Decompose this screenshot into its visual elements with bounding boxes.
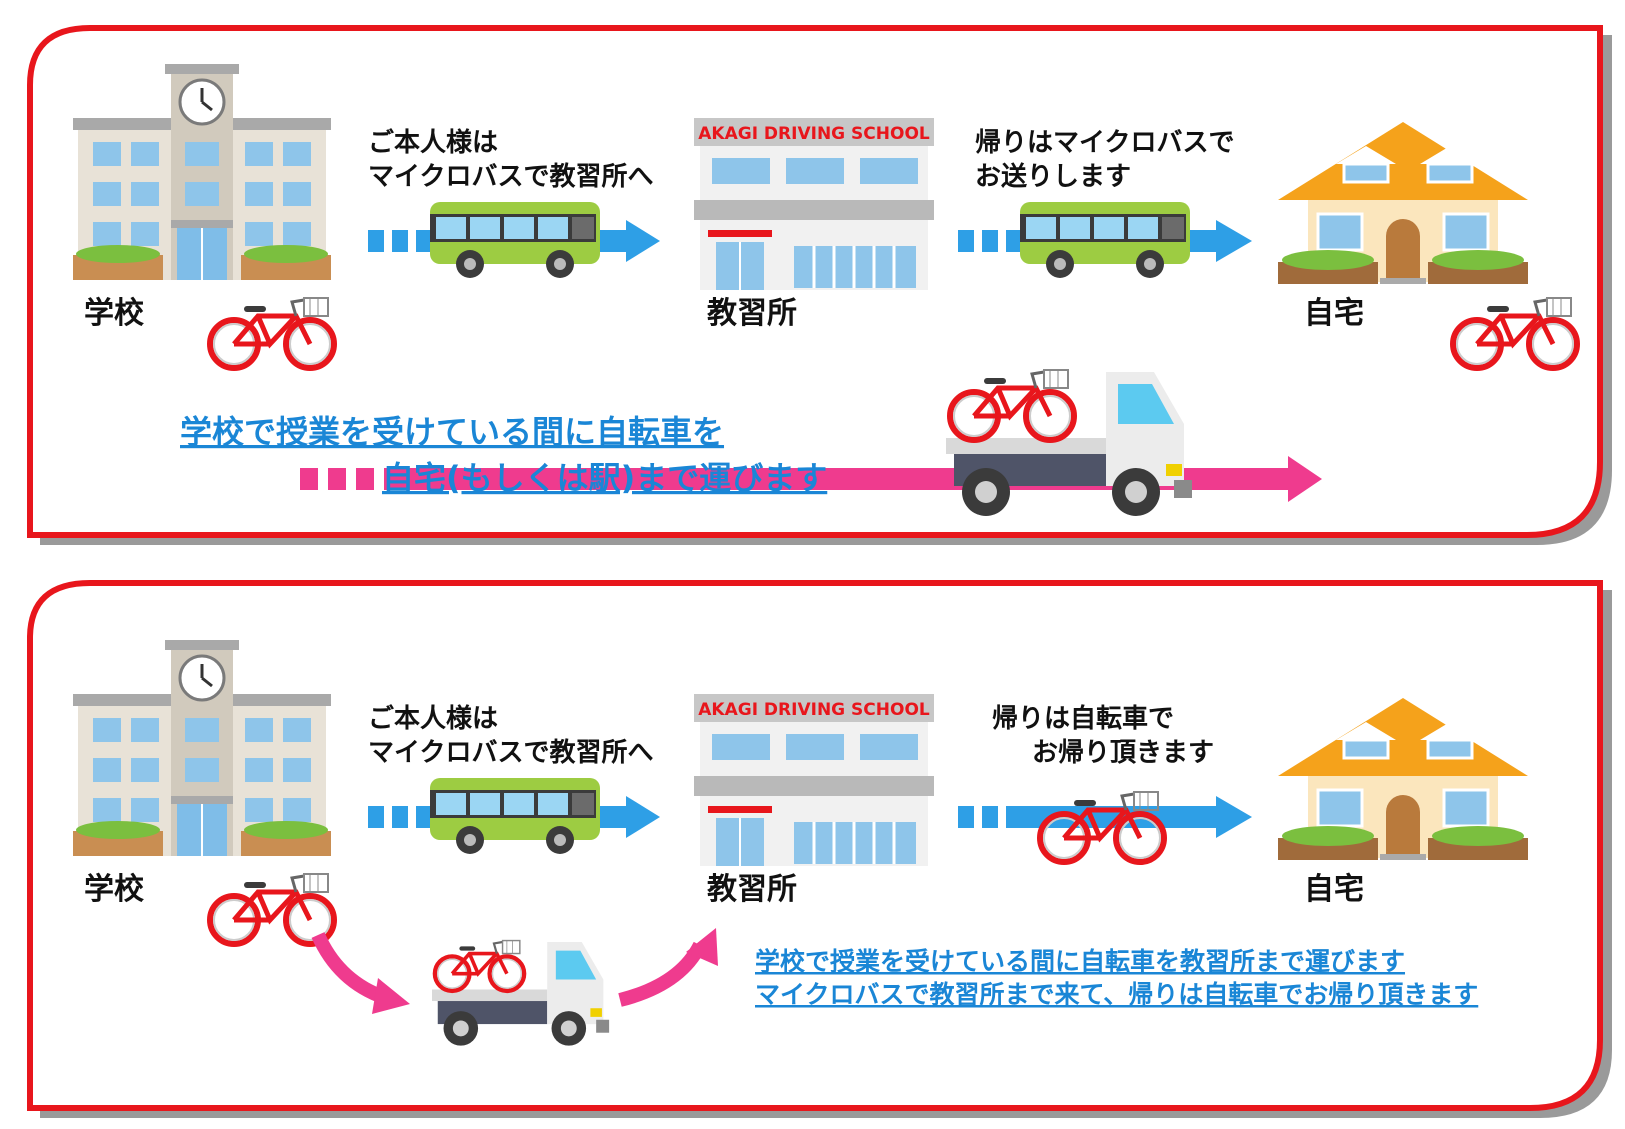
home-label: 自宅 xyxy=(1304,872,1364,907)
pink-arrowhead-icon-2 xyxy=(686,928,718,966)
school-label: 学校 xyxy=(84,872,144,907)
home-label: 自宅 xyxy=(1304,296,1364,331)
panel-2: 学校 ご本人様は マイクロバスで教習所へ AKAGI DRIVING SCHOO… xyxy=(27,580,1612,1118)
step2-line2: お帰り頂きます xyxy=(1032,738,1214,768)
driving-school-sign: AKAGI DRIVING SCHOOL xyxy=(698,700,930,720)
step2-line1: 帰りは自転車で xyxy=(992,703,1174,734)
school-label: 学校 xyxy=(84,296,144,331)
blue-arrow-icon-2 xyxy=(958,796,1252,838)
note-line2: 自宅(もしくは駅)まで運びます xyxy=(382,459,827,497)
step2-line1: 帰りはマイクロバスで xyxy=(975,128,1234,158)
step2-line2: お送りします xyxy=(975,162,1131,192)
pink-arrowhead-icon xyxy=(372,978,410,1014)
driving-school-sign: AKAGI DRIVING SCHOOL xyxy=(698,124,930,144)
note-line1: 学校で授業を受けている間に自転車を教習所まで運びます xyxy=(755,947,1405,976)
panel-1: 学校 ご本人様は マイクロバスで教習所へ AKAGI DRIVING SCHOO… xyxy=(27,25,1612,545)
driving-school-label: 教習所 xyxy=(707,296,797,331)
driving-school-label: 教習所 xyxy=(707,872,797,907)
step1-line2: マイクロバスで教習所へ xyxy=(368,738,653,768)
note-line2: マイクロバスで教習所まで来て、帰りは自転車でお帰り頂きます xyxy=(755,980,1478,1009)
note-line1: 学校で授業を受けている間に自転車を xyxy=(180,413,724,451)
step1-line1: ご本人様は xyxy=(368,703,498,734)
step1-line2: マイクロバスで教習所へ xyxy=(368,162,653,192)
step1-line1: ご本人様は xyxy=(368,127,498,158)
